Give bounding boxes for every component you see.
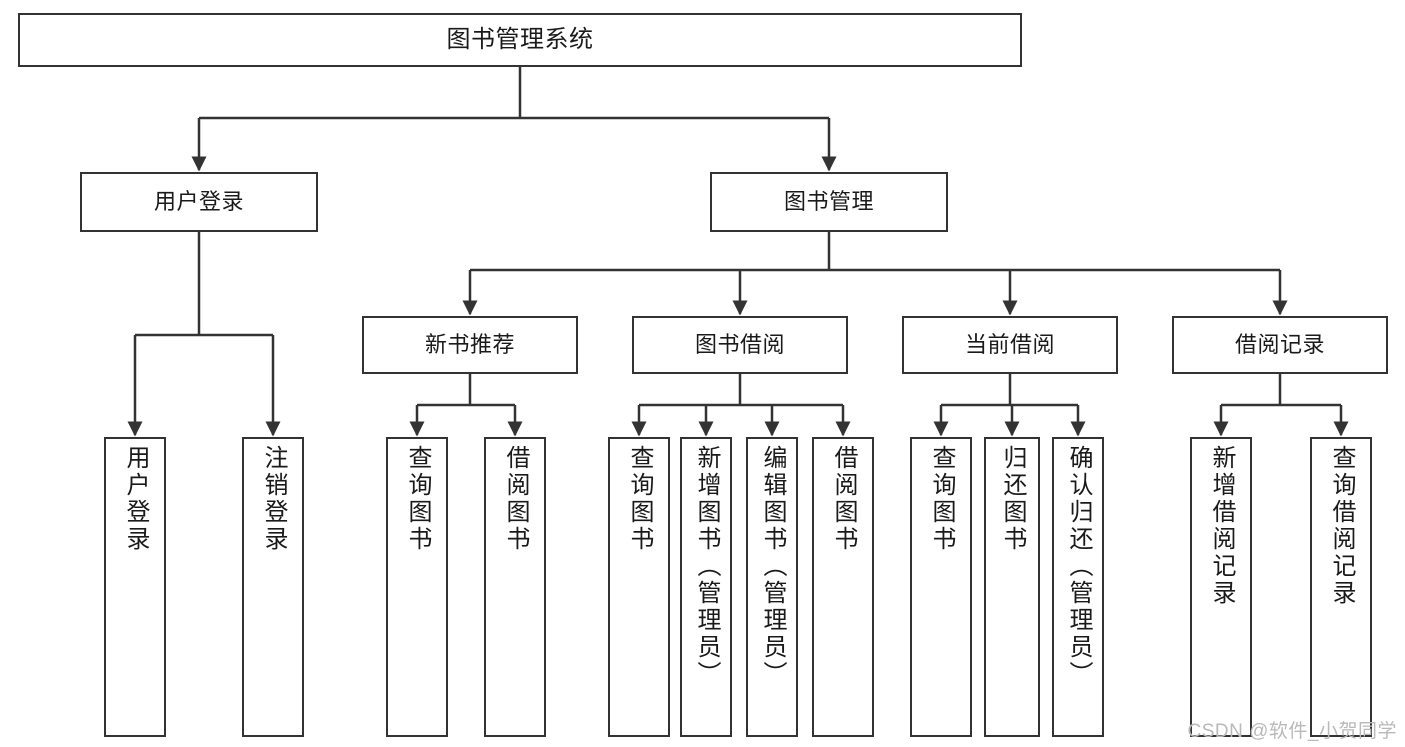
node-leaf-user-login-label: 用户登录 <box>122 445 149 553</box>
node-borrow-record[interactable]: 借阅记录 <box>1172 316 1388 374</box>
node-leaf-logout-login[interactable]: 注销登录 <box>242 437 304 737</box>
node-leaf-borrow-book-2[interactable]: 借阅图书 <box>812 437 874 737</box>
node-leaf-confirm-return-label: 确认归还（管理员） <box>1065 445 1092 688</box>
node-leaf-add-borrow-record[interactable]: 新增借阅记录 <box>1190 437 1252 737</box>
node-leaf-add-book[interactable]: 新增图书（管理员） <box>680 437 732 737</box>
node-current-borrow-label: 当前借阅 <box>964 332 1055 358</box>
node-root-label: 图书管理系统 <box>446 25 594 53</box>
node-leaf-query-book-2-label: 查询图书 <box>626 445 653 553</box>
node-borrow-record-label: 借阅记录 <box>1234 332 1325 358</box>
node-leaf-query-book-2[interactable]: 查询图书 <box>608 437 670 737</box>
node-leaf-query-book-1[interactable]: 查询图书 <box>386 437 448 737</box>
node-leaf-add-book-label: 新增图书（管理员） <box>693 445 720 688</box>
node-leaf-borrow-book-2-label: 借阅图书 <box>830 445 857 553</box>
node-book-management-label: 图书管理 <box>783 189 874 215</box>
node-leaf-query-book-3[interactable]: 查询图书 <box>910 437 972 737</box>
node-leaf-confirm-return[interactable]: 确认归还（管理员） <box>1052 437 1104 737</box>
node-new-book-recommend[interactable]: 新书推荐 <box>362 316 578 374</box>
node-root[interactable]: 图书管理系统 <box>18 13 1022 67</box>
node-leaf-logout-login-label: 注销登录 <box>260 445 287 553</box>
node-new-book-recommend-label: 新书推荐 <box>424 332 515 358</box>
node-book-borrow[interactable]: 图书借阅 <box>632 316 848 374</box>
node-leaf-query-borrow-record-label: 查询借阅记录 <box>1328 445 1355 607</box>
node-book-management[interactable]: 图书管理 <box>710 172 948 232</box>
node-leaf-edit-book[interactable]: 编辑图书（管理员） <box>746 437 798 737</box>
node-leaf-borrow-book-1-label: 借阅图书 <box>502 445 529 553</box>
node-leaf-return-book-label: 归还图书 <box>999 445 1026 553</box>
node-user-login[interactable]: 用户登录 <box>80 172 318 232</box>
node-leaf-query-book-3-label: 查询图书 <box>928 445 955 553</box>
node-leaf-return-book[interactable]: 归还图书 <box>984 437 1040 737</box>
node-leaf-add-borrow-record-label: 新增借阅记录 <box>1208 445 1235 607</box>
watermark-text: CSDN @软件_小贺同学 <box>1187 721 1397 742</box>
node-leaf-user-login[interactable]: 用户登录 <box>104 437 166 737</box>
node-leaf-query-book-1-label: 查询图书 <box>404 445 431 553</box>
node-leaf-query-borrow-record[interactable]: 查询借阅记录 <box>1310 437 1372 737</box>
node-leaf-borrow-book-1[interactable]: 借阅图书 <box>484 437 546 737</box>
node-current-borrow[interactable]: 当前借阅 <box>902 316 1118 374</box>
node-user-login-label: 用户登录 <box>153 189 244 215</box>
node-leaf-edit-book-label: 编辑图书（管理员） <box>759 445 786 688</box>
node-book-borrow-label: 图书借阅 <box>694 332 785 358</box>
